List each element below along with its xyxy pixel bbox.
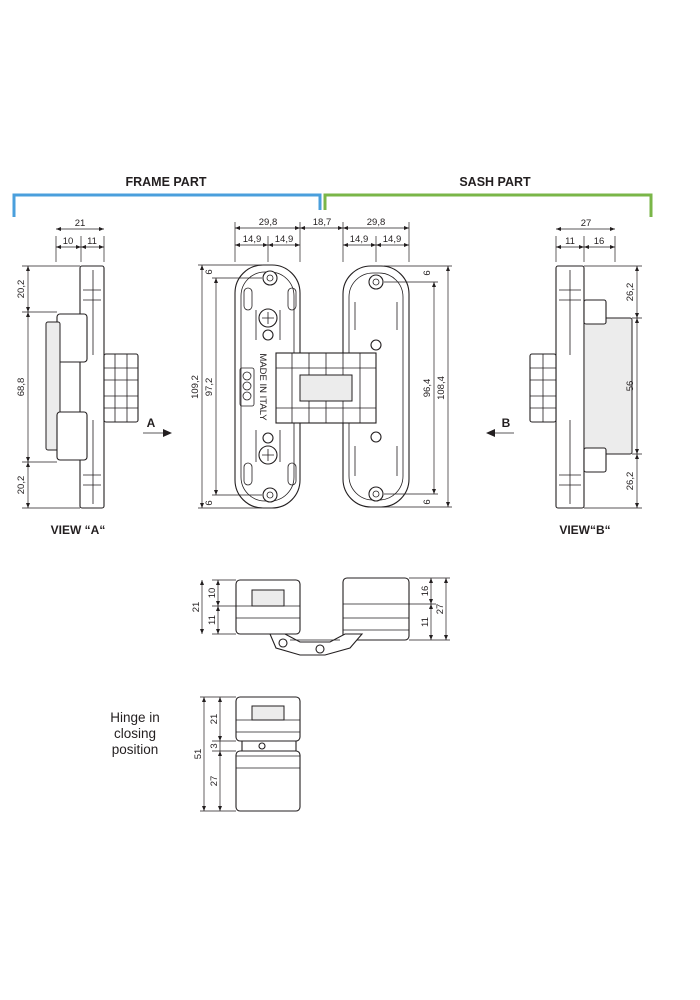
view-a-drawing [22, 236, 139, 509]
view-b-drawing [529, 236, 642, 509]
front-top-dimensions: 29,8 18,7 29,8 14,9 14,9 14,9 14,9 [234, 217, 410, 262]
view-a-dim-total-width: 21 [75, 218, 86, 229]
front-left-dimensions: 109,2 97,2 6 6 [190, 264, 262, 509]
view-b-dim-width-2: 16 [594, 236, 605, 247]
view-a-body [79, 265, 105, 509]
sash-screw-lower [370, 431, 382, 443]
closed-dim-lower: 27 [209, 776, 220, 787]
closed-dim-upper: 21 [209, 714, 220, 725]
closed-dim-total: 51 [193, 749, 204, 760]
closed-note-line-1: Hinge in [110, 710, 160, 725]
front-dim-frame-half-2: 14,9 [275, 234, 294, 245]
front-right-dimensions: 96,4 108,4 6 6 [384, 265, 452, 508]
sash-hole-bottom [368, 486, 384, 502]
front-dim-sash-overall: 108,4 [436, 376, 447, 400]
front-dim-sash-top-offset: 6 [422, 270, 433, 275]
sash-part-bracket [323, 193, 653, 217]
front-dim-frame-holes: 97,2 [204, 378, 215, 397]
view-a-plate-bottom [56, 411, 88, 461]
view-b-dimensions: 27 11 16 26,2 56 26,2 [556, 218, 639, 508]
view-b-dim-total-width: 27 [581, 218, 592, 229]
closed-dim-gap: 3 [209, 743, 220, 748]
open-dim-right-upper: 16 [420, 586, 431, 597]
open-dim-left-total: 21 [191, 602, 202, 613]
view-b-dim-top: 26,2 [625, 283, 636, 302]
frame-part-bracket [12, 193, 322, 217]
open-linkage-arm [269, 633, 364, 656]
open-sash-body [342, 577, 410, 641]
arrow-right-icon [163, 429, 172, 437]
front-dim-sash-width: 29,8 [367, 217, 386, 228]
open-dim-right-total: 27 [435, 604, 446, 615]
front-dim-gap: 18,7 [313, 217, 332, 228]
open-section-dimensions: 21 10 11 16 11 27 [191, 578, 448, 640]
front-dim-sash-half-1: 14,9 [350, 234, 369, 245]
front-dim-frame-width: 29,8 [259, 217, 278, 228]
view-a-dim-top: 20,2 [16, 280, 27, 299]
view-b-arrow-label: B [502, 416, 511, 430]
arrow-left-icon [486, 429, 495, 437]
view-b-plate [583, 317, 633, 455]
closed-note-line-2: closing [114, 726, 156, 741]
view-a-dim-width-1: 10 [63, 236, 74, 247]
view-b-arrow: B [486, 416, 514, 437]
view-a-dimensions: 21 10 11 20,2 68,8 20,2 [16, 218, 104, 508]
closed-linkage [241, 740, 297, 752]
front-dim-sash-bottom-offset: 6 [422, 499, 433, 504]
open-dim-right-lower: 11 [420, 617, 431, 627]
view-b-title: VIEW“B“ [559, 523, 610, 537]
view-a-arrow: A [143, 416, 172, 437]
front-dim-frame-top-offset: 6 [204, 269, 215, 274]
open-dim-left-lower: 11 [207, 615, 218, 625]
view-a-mechanism [103, 353, 139, 423]
view-b-dim-width-1: 11 [565, 236, 575, 247]
closed-section-dimensions: 51 21 3 27 [193, 697, 222, 811]
frame-hole-top [262, 270, 278, 286]
view-b-dim-bottom: 26,2 [625, 472, 636, 491]
closed-note-line-3: position [112, 742, 159, 757]
view-b-dim-middle: 56 [625, 381, 636, 392]
front-dim-sash-half-2: 14,9 [383, 234, 402, 245]
open-section-drawing [212, 577, 450, 656]
front-dim-frame-bottom-offset: 6 [204, 500, 215, 505]
view-a-dim-bottom: 20,2 [16, 476, 27, 495]
view-a-arrow-label: A [147, 416, 156, 430]
frame-part-label: FRAME PART [125, 175, 206, 189]
view-a-dim-middle: 68,8 [16, 378, 27, 397]
closed-section-drawing [200, 696, 301, 812]
closed-section-note: Hinge in closing position [110, 710, 160, 757]
sash-hole-top [368, 274, 384, 290]
front-dim-frame-half-1: 14,9 [243, 234, 262, 245]
sash-part-header: SASH PART [323, 175, 653, 217]
view-a-dim-width-2: 11 [87, 236, 97, 247]
sash-part-label: SASH PART [459, 175, 531, 189]
open-dim-left-upper: 10 [207, 588, 218, 599]
front-marking: MADE IN ITALY [257, 353, 268, 421]
frame-hole-bottom [262, 487, 278, 503]
sash-screw-upper [370, 339, 382, 351]
view-a-plate-top [56, 313, 88, 363]
closed-sash-body [235, 750, 301, 812]
front-view-drawing: MADE IN ITALY [234, 264, 410, 509]
view-a-title: VIEW “A“ [51, 523, 106, 537]
frame-part-header: FRAME PART [12, 175, 322, 217]
front-dim-frame-overall: 109,2 [190, 375, 201, 399]
front-dim-sash-holes: 96,4 [422, 379, 433, 398]
open-frame-body [235, 579, 301, 635]
